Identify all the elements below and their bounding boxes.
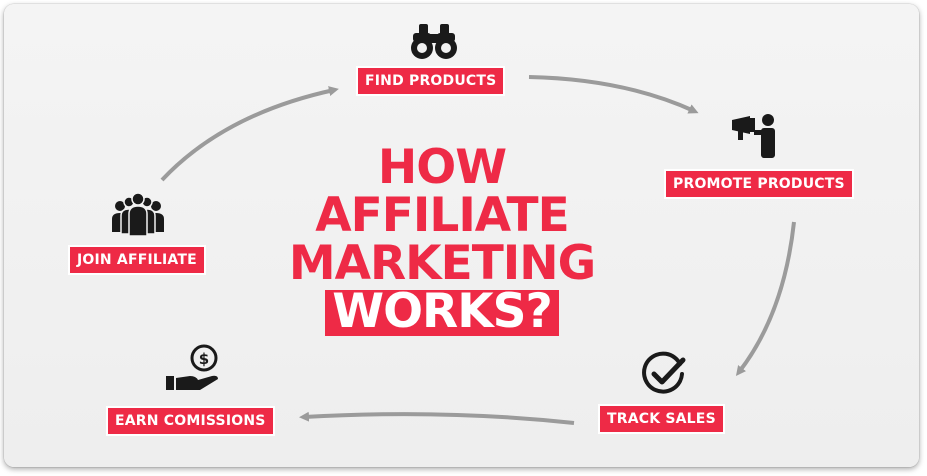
diagram-title: HOW AFFILIATE MARKETING WORKS?	[272, 144, 612, 336]
step-label-track-sales: TRACK SALES	[598, 404, 725, 434]
title-boxed-word: WORKS?	[325, 288, 559, 336]
svg-text:$: $	[199, 350, 209, 368]
diagram-card: HOW AFFILIATE MARKETING WORKS? FIND PROD…	[4, 4, 919, 467]
arrow-find-to-promote	[528, 75, 699, 114]
megaphone-person-icon	[732, 114, 775, 158]
step-label-promote-products: PROMOTE PRODUCTS	[664, 169, 854, 199]
title-line-1: HOW	[377, 140, 507, 195]
money-hand-icon: $	[166, 344, 218, 390]
binoculars-icon	[411, 24, 457, 59]
group-people-icon	[112, 192, 164, 236]
arrow-join-to-find	[160, 86, 339, 182]
title-line-2: AFFILIATE	[315, 188, 569, 243]
arrow-track-to-earn	[299, 411, 575, 425]
step-label-earn-comissions: EARN COMISSIONS	[106, 406, 275, 436]
arrow-promote-to-track	[735, 221, 796, 376]
checkmark-circle-icon	[642, 351, 686, 394]
cycle-arrows	[160, 75, 796, 425]
title-line-3: MARKETING	[288, 236, 596, 291]
step-label-find-products: FIND PRODUCTS	[356, 66, 506, 96]
step-label-join-affiliate: JOIN AFFILIATE	[68, 245, 206, 275]
